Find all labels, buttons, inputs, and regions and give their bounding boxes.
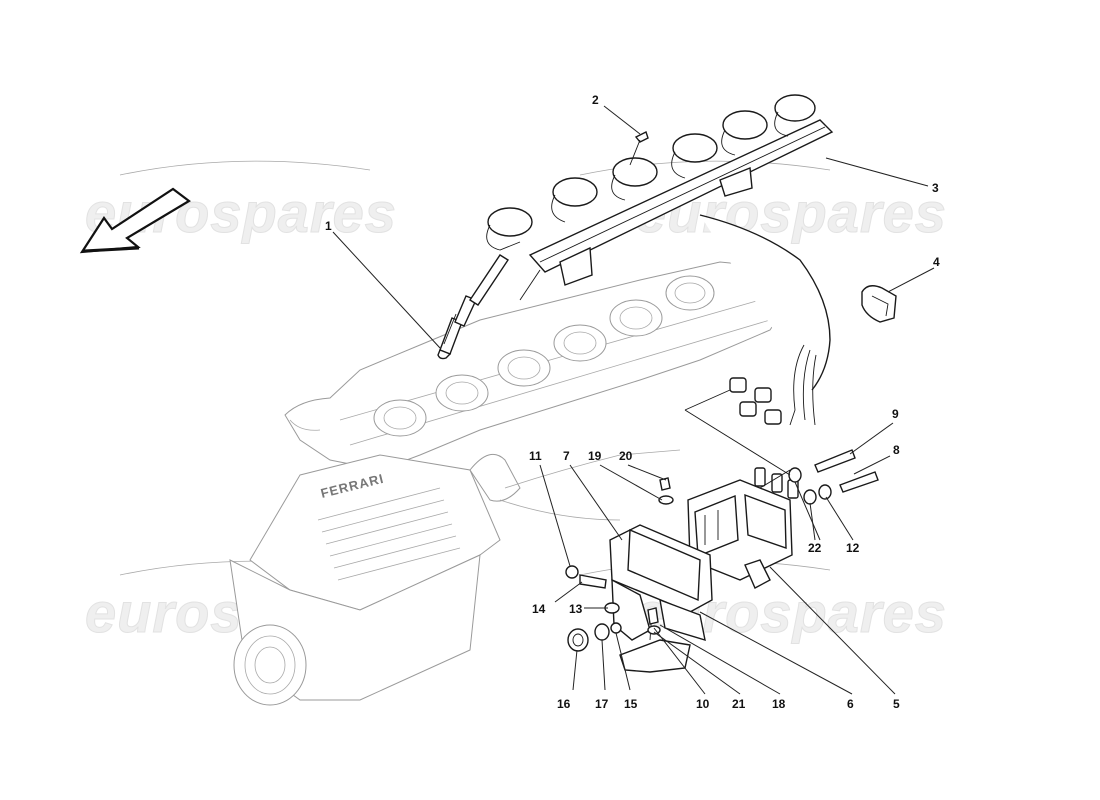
harness-clip[interactable] (861, 285, 897, 323)
harness-connectors (729, 377, 782, 425)
nut-11[interactable] (565, 565, 579, 579)
callout-4[interactable]: 4 (933, 255, 940, 269)
module-bracket[interactable] (609, 524, 713, 642)
bolt-8[interactable] (839, 471, 879, 493)
callout-1[interactable]: 1 (325, 219, 332, 233)
callout-7[interactable]: 7 (563, 449, 570, 463)
bolt-20[interactable] (659, 477, 671, 491)
ignition-coil-rail[interactable] (469, 94, 834, 426)
coil-boots (486, 94, 816, 251)
callout-labels: 1 2 3 4 5 6 7 8 9 10 11 12 13 14 15 16 1… (325, 93, 940, 711)
callout-3[interactable]: 3 (932, 181, 939, 195)
washer-22a[interactable] (788, 467, 802, 483)
ignition-module[interactable] (687, 467, 799, 589)
callout-14[interactable]: 14 (532, 602, 546, 616)
clip-17[interactable] (594, 623, 610, 641)
washer-22b[interactable] (803, 489, 817, 505)
washer-19[interactable] (658, 495, 674, 505)
washer-15[interactable] (610, 622, 622, 634)
grommet-16[interactable] (567, 628, 589, 652)
callout-17[interactable]: 17 (595, 697, 609, 711)
watermark-swoosh (119, 160, 371, 176)
callout-2[interactable]: 2 (592, 93, 599, 107)
air-box-ghost: FERRARI (229, 449, 681, 706)
washer-12[interactable] (818, 484, 832, 500)
callout-5[interactable]: 5 (893, 697, 900, 711)
callout-20[interactable]: 20 (619, 449, 633, 463)
callout-6[interactable]: 6 (847, 697, 854, 711)
guide-lines (684, 389, 791, 489)
bolt-10[interactable] (647, 607, 659, 625)
spark-plug-bores (373, 275, 715, 437)
leader-lines (332, 105, 935, 695)
rail-bolt[interactable] (629, 131, 649, 166)
callout-22[interactable]: 22 (808, 541, 822, 555)
hardware (565, 449, 879, 652)
callout-12[interactable]: 12 (846, 541, 860, 555)
spark-plug[interactable] (437, 295, 477, 360)
bolt-9[interactable] (814, 449, 856, 473)
callout-15[interactable]: 15 (624, 697, 638, 711)
callout-11[interactable]: 11 (529, 449, 542, 463)
callout-18[interactable]: 18 (772, 697, 786, 711)
callout-19[interactable]: 19 (588, 449, 602, 463)
callout-9[interactable]: 9 (892, 407, 899, 421)
callout-8[interactable]: 8 (893, 443, 900, 457)
callout-21[interactable]: 21 (732, 697, 746, 711)
callout-13[interactable]: 13 (569, 602, 583, 616)
cylinder-head-ghost (284, 258, 791, 471)
direction-arrow-icon (79, 187, 191, 254)
bolt-14[interactable] (579, 574, 607, 589)
callout-10[interactable]: 10 (696, 697, 710, 711)
callout-16[interactable]: 16 (557, 697, 571, 711)
